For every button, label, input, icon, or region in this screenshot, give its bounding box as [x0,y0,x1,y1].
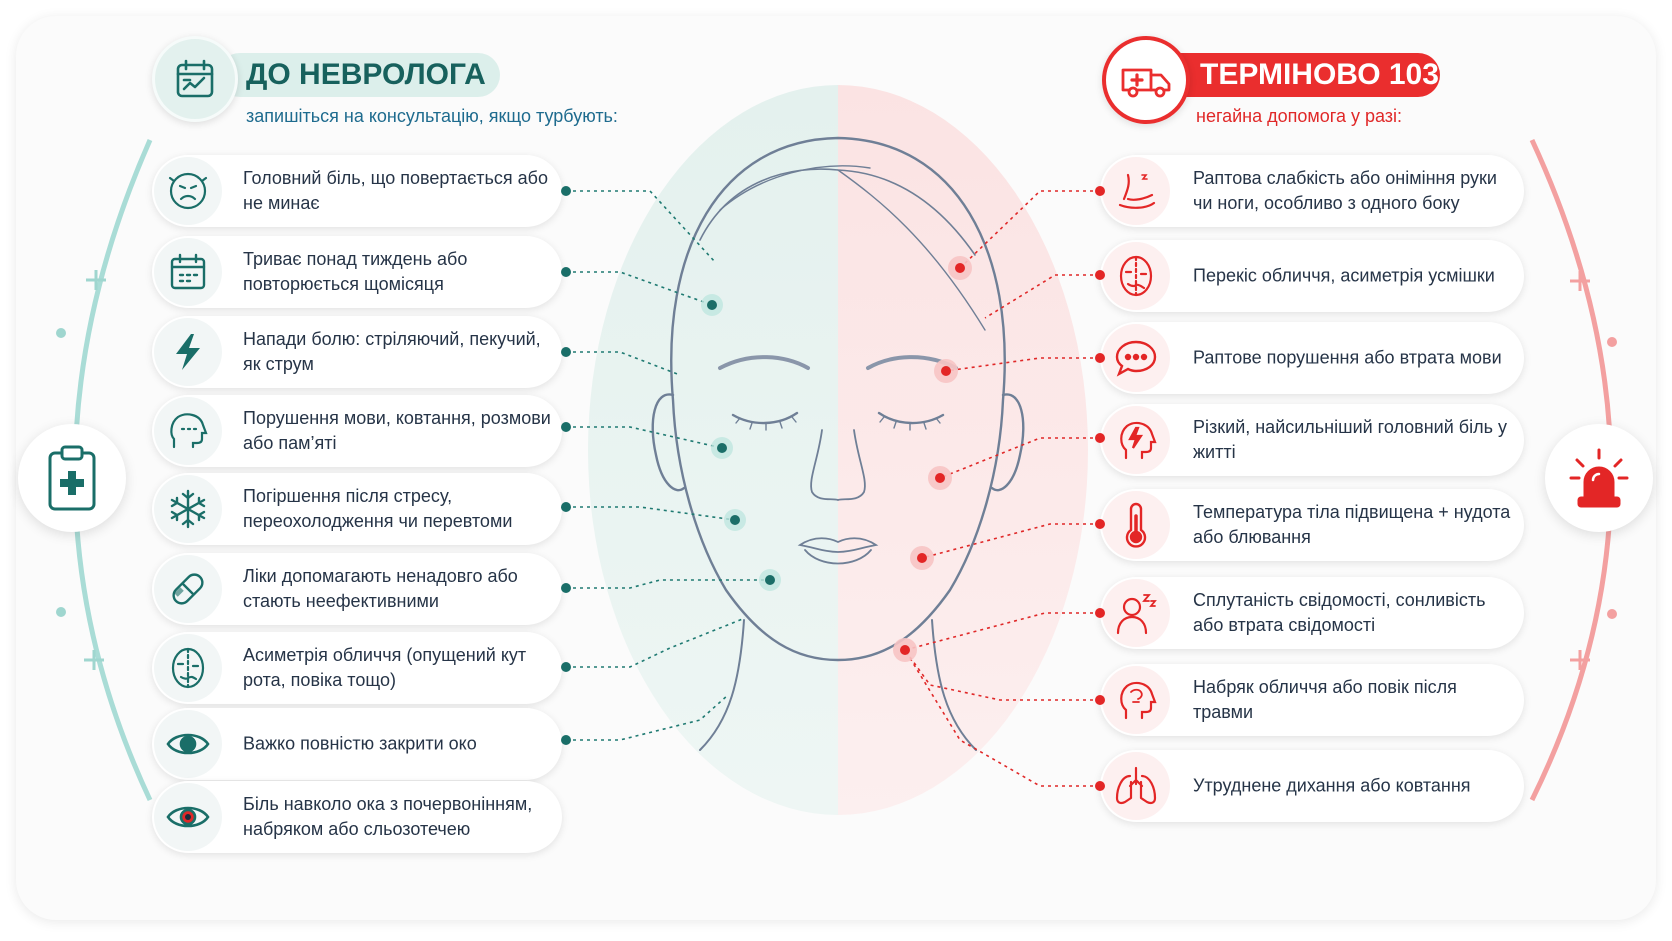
emergency-item-text: Різкий, найсильніший головний біль у жит… [1193,417,1507,462]
neuro-item-7: Асиметрія обличчя (опущений кут рота, по… [152,632,562,704]
neuro-item-text: Біль навколо ока з почервонінням, набряк… [243,794,533,839]
connector-dot [561,662,571,672]
right-decor [1570,271,1590,670]
emergency-item-6: Сплутаність свідомості, сонливість або в… [1100,577,1524,649]
connector-dot [561,347,571,357]
lungs-icon [1102,752,1170,820]
neuro-item-text: Головний біль, що повертається або не ми… [243,168,548,213]
left-leaders [566,190,770,741]
neuro-item-text: Напади болю: стріляючий, пекучий, як стр… [243,329,541,374]
sleepy-person-icon [1102,579,1170,647]
head-injury-icon [1102,666,1170,734]
emergency-item-5: Температура тіла підвищена + нудота або … [1100,489,1524,561]
emergency-item-text: Перекіс обличчя, асиметрія усмішки [1193,265,1495,286]
emergency-item-text: Раптова слабкість або оніміння руки чи н… [1193,168,1497,213]
neuro-item-5: Погіршення після стресу, переохолодження… [152,473,562,545]
emergency-item-7: Набряк обличчя або повік після травми [1100,664,1524,736]
connector-dot [561,186,571,196]
right-leaders [904,190,1100,787]
red-markers [893,256,972,662]
connector-dot [1095,270,1105,280]
neuro-item-text: Триває понад тиждень або повторюється що… [243,249,468,294]
left-decor [84,270,106,670]
connector-dot [1095,695,1105,705]
connector-dot [561,502,571,512]
neuro-item-2: Триває понад тиждень або повторюється що… [152,236,562,308]
emergency-title: ТЕРМІНОВО 103 [1200,58,1439,91]
emergency-header: ТЕРМІНОВО 103 [1130,53,1440,97]
emergency-item-4: Різкий, найсильніший головний біль у жит… [1100,404,1524,476]
neuro-item-9: Біль навколо ока з почервонінням, набряк… [152,781,562,853]
clipboard-cross-icon [18,424,126,532]
connector-dot [1095,353,1105,363]
connector-dot [1095,433,1105,443]
neurologist-header: ДО НЕВРОЛОГА [218,53,500,97]
head-lightning-icon [1102,406,1170,474]
face-lineart [651,136,1025,751]
connector-dot [1095,186,1105,196]
neuro-item-6: Ліки допомагають ненадовго або стають не… [152,553,562,625]
emergency-item-text: Утруднене дихання або ковтання [1193,775,1471,796]
emergency-item-text: Набряк обличчя або повік після травми [1193,677,1457,722]
lightning-icon [154,318,222,386]
emergency-item-text: Раптове порушення або втрата мови [1193,347,1502,368]
neuro-item-text: Важко повністю закрити око [243,733,477,754]
neuro-item-4: Порушення мови, ковтання, розмови або па… [152,395,562,467]
emergency-item-text: Температура тіла підвищена + нудота або … [1193,502,1511,547]
connector-dot [1095,519,1105,529]
right-decor-dot [1607,337,1617,347]
left-decor-dot [56,607,66,617]
emergency-item-2: Перекіс обличчя, асиметрія усмішки [1100,240,1524,312]
neuro-item-8: Важко повністю закрити око [152,708,562,780]
emergency-item-text: Сплутаність свідомості, сонливість або в… [1193,590,1486,635]
arm-numbness-icon [1102,157,1170,225]
emergency-item-8: Утруднене дихання або ковтання [1100,750,1524,822]
neuro-item-text: Погіршення після стресу, переохолодження… [243,486,513,531]
connector-dot [561,735,571,745]
right-decor-dot [1607,609,1617,619]
calendar-icon [154,238,222,306]
neuro-item-text: Асиметрія обличчя (опущений кут рота, по… [243,645,527,690]
emergency-item-1: Раптова слабкість або оніміння руки чи н… [1100,155,1524,227]
siren-icon [1545,424,1653,532]
neuro-item-3: Напади болю: стріляючий, пекучий, як стр… [152,316,562,388]
calendar-chart-icon [152,36,238,122]
pill-icon [154,555,222,623]
neuro-item-1: Головний біль, що повертається або не ми… [152,155,562,227]
neuro-item-text: Ліки допомагають ненадовго або стають не… [243,566,518,611]
connector-dot [1095,608,1105,618]
connector-dot [561,267,571,277]
eye-icon [154,710,222,778]
speech-bubble-icon [1102,324,1170,392]
teal-markers [701,294,781,591]
neurologist-title: ДО НЕВРОЛОГА [246,58,486,91]
emergency-subtitle: негайна допомога у разі: [1196,106,1403,126]
thermometer-icon [1102,491,1170,559]
face-oval-right [838,85,1088,815]
face-droop-icon [1102,242,1170,310]
snowflake-icon [154,475,222,543]
ambulance-icon [1102,36,1190,124]
neuro-item-text: Порушення мови, ковтання, розмови або па… [243,408,551,453]
face-asymmetry-icon [154,634,222,702]
speech-head-icon [154,397,222,465]
neurologist-subtitle: запишіться на консультацію, якщо турбуют… [246,106,618,126]
connector-dot [561,583,571,593]
left-decor-dot [56,328,66,338]
connector-dot [1095,781,1105,791]
emergency-item-3: Раптове порушення або втрата мови [1100,322,1524,394]
red-eye-icon [154,783,222,851]
connector-dot [561,422,571,432]
headache-face-icon [154,157,222,225]
